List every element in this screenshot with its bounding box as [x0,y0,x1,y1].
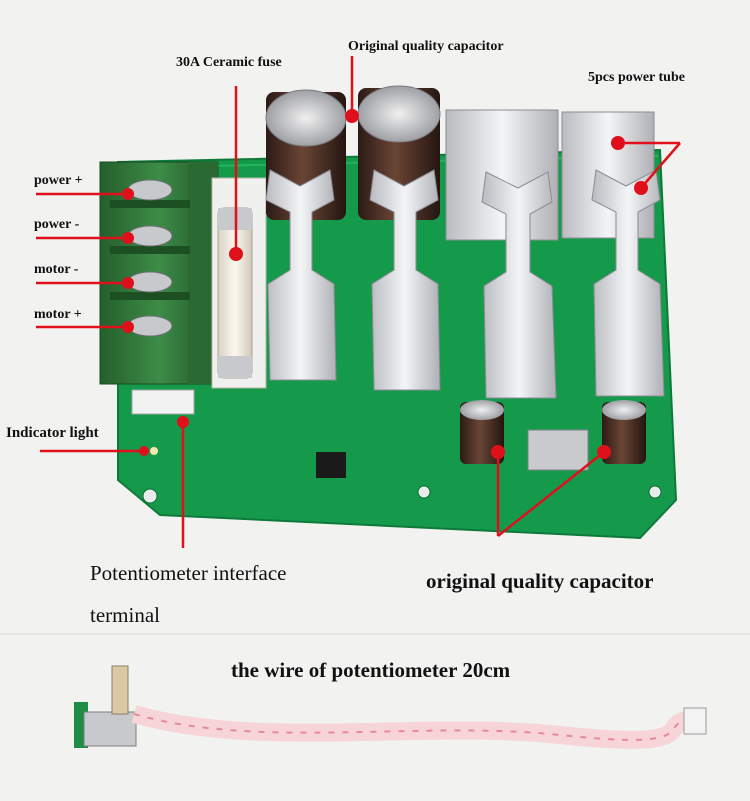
capacitor-top-label: Original quality capacitor [348,39,504,54]
heatsinks [265,109,665,399]
motor-minus-label: motor - [34,262,79,277]
ceramic-fuse [211,177,267,389]
motor-plus-label: motor + [34,307,82,322]
fuse-label: 30A Ceramic fuse [176,55,282,70]
potentiometer-interface-label: Potentiometer interface [90,561,287,585]
capacitor-bottom-label: original quality capacitor [426,569,654,593]
potentiometer-terminal-label: terminal [90,603,160,627]
potentiometer-cable [74,665,707,749]
power-minus-label: power - [34,217,80,232]
ic-chip [316,452,346,478]
callout-markers [36,56,681,548]
indicator-light-label: Indicator light [6,425,99,441]
potentiometer-wire-label: the wire of potentiometer 20cm [231,658,511,682]
power-tube-label: 5pcs power tube [588,70,685,85]
terminal-block [99,161,219,385]
power-plus-label: power + [34,173,83,188]
